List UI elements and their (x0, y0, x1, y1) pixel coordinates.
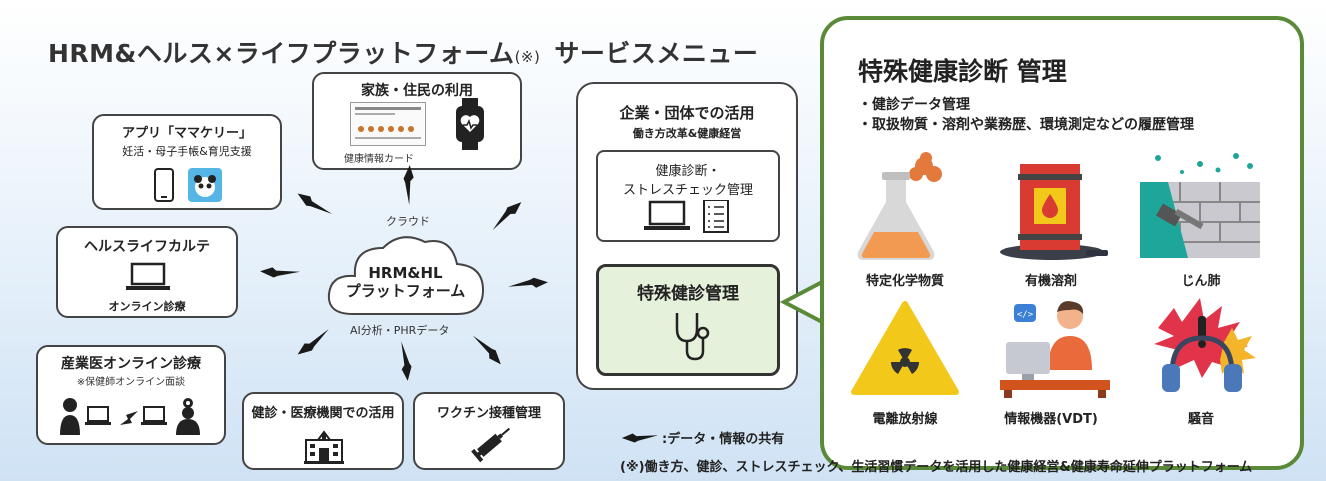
family-box: 家族・住民の利用 健康情報カード (312, 72, 522, 170)
checkup-box[interactable]: 健康診断・ ストレスチェック管理 (596, 150, 780, 242)
panel-bullet-1: ・健診データ管理 (858, 97, 970, 113)
clinic-title: 健診・医療機関での活用 (251, 406, 395, 421)
vaccine-title: ワクチン接種管理 (436, 406, 541, 421)
hospital-icon (304, 428, 344, 464)
radiation-icon (851, 301, 959, 395)
flask-icon (857, 152, 942, 260)
karte-sub: オンライン診療 (108, 300, 186, 313)
checkup-title-line1: 健康診断・ (655, 164, 721, 179)
arrow-corp-cloud-upper (492, 202, 522, 231)
health-card-label: 健康情報カード (344, 154, 414, 165)
syringe-icon (469, 424, 513, 464)
panel-item-label-2: 有機溶剤 (1024, 274, 1077, 289)
smartwatch-icon (452, 98, 488, 150)
cloud-line2: プラットフォーム (345, 282, 466, 300)
panel-item-label-1: 特定化学物質 (865, 274, 944, 289)
corp-title: 企業・団体での活用 (619, 104, 755, 122)
panel-item-label-4: 電離放射線 (872, 412, 938, 427)
arrow-corp-cloud-lower (508, 277, 548, 288)
app-sub: 妊活・母子手帳&育児支援 (122, 145, 252, 158)
cloud-bottom-label: AI分析・PHRデータ (350, 324, 450, 337)
headphones-icon (1154, 298, 1256, 392)
laptop-checklist-icon (644, 199, 734, 234)
arrow-app-cloud (297, 193, 333, 215)
occ-box: 産業医オンライン診療 ※保健師オンライン面談 (36, 345, 226, 445)
panel-item-label-5: 情報機器(VDT) (1004, 412, 1098, 427)
karte-box: ヘルスライフカルテ オンライン診療 (56, 226, 238, 318)
clinic-box: 健診・医療機関での活用 (242, 392, 404, 470)
arrow-vaccine-cloud (472, 335, 501, 365)
special-title: 特殊健診管理 (637, 284, 739, 304)
corp-sub: 働き方改革&健康経営 (632, 127, 742, 140)
arrow-karte-cloud (260, 267, 301, 278)
app-title: アプリ「ママケリー」 (121, 126, 252, 141)
smartphone-icon (154, 168, 174, 202)
corp-box: 企業・団体での活用 働き方改革&健康経営 健康診断・ ストレスチェック管理 特殊… (576, 82, 798, 390)
panel-title: 特殊健康診断 管理 (858, 57, 1067, 86)
panda-app-icon (188, 168, 222, 202)
computer-worker-icon: </> (1000, 301, 1110, 398)
karte-title: ヘルスライフカルテ (84, 239, 210, 255)
online-consultation-icon (58, 393, 208, 437)
panel-item-label-3: じん肺 (1181, 274, 1221, 289)
title-sub: サービスメニュー (554, 39, 759, 68)
family-title: 家族・住民の利用 (361, 83, 473, 99)
cloud-line1: HRM&HL (368, 264, 443, 282)
arrow-occ-cloud (297, 329, 329, 355)
special-box[interactable]: 特殊健診管理 (596, 264, 780, 376)
barrel-icon (1000, 164, 1108, 260)
wall-hammer-icon (1140, 153, 1260, 258)
panel-pointer (780, 278, 827, 326)
app-box: アプリ「ママケリー」 妊活・母子手帳&育児支援 (92, 114, 282, 210)
health-card-icon (350, 102, 426, 146)
title-main: HRM&ヘルス×ライフプラットフォーム (48, 39, 515, 68)
checkup-title-line2: ストレスチェック管理 (622, 183, 753, 198)
legend-label: :データ・情報の共有 (662, 432, 785, 447)
arrow-family-cloud (403, 165, 414, 206)
stethoscope-icon (671, 311, 711, 363)
title-mark: (※) (514, 48, 541, 66)
occ-sub: ※保健師オンライン面談 (76, 377, 186, 388)
laptop-icon (124, 262, 172, 292)
vaccine-box: ワクチン接種管理 (413, 392, 565, 470)
cloud-icon (327, 236, 485, 315)
svg-text:</>: </> (1017, 310, 1034, 320)
cloud-top-label: クラウド (386, 215, 430, 228)
arrow-clinic-cloud (401, 341, 412, 381)
footnote: (※)働き方、健診、ストレスチェック、生活習慣データを活用した健康経営&健康寿命… (620, 460, 1253, 475)
legend-arrow-icon (621, 433, 659, 443)
page-title: HRM&ヘルス×ライフプラットフォーム(※) サービスメニュー (48, 34, 758, 70)
panel-bullet-2: ・取扱物質・溶剤や業務歴、環境測定などの履歴管理 (858, 117, 1194, 133)
occ-title: 産業医オンライン診療 (61, 356, 201, 372)
panel-item-label-6: 騒音 (1187, 412, 1214, 427)
